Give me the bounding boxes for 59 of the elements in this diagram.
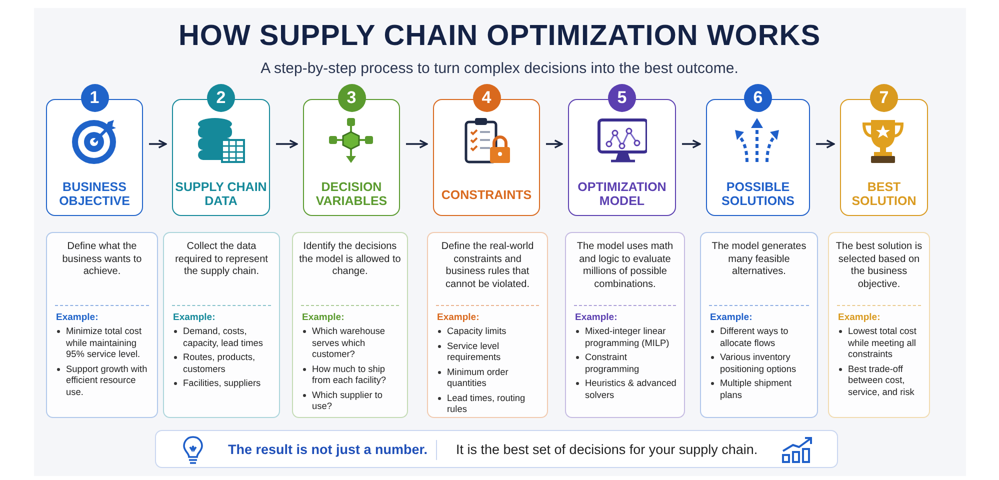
description-text: Define the real-world constraints and business rules that cannot be violated. — [440, 241, 535, 291]
bullet-item: Minimize total cost while maintaining 95% service level. — [66, 326, 143, 360]
description-card — [427, 232, 548, 418]
arrow — [149, 140, 167, 148]
bullet-item: Lowest total cost while meeting all constraints — [848, 326, 918, 360]
bullet-item: Multiple shipment plans — [720, 378, 792, 401]
description-text: The model generates many feasible alternatives. — [710, 241, 808, 278]
description-card — [828, 232, 930, 418]
bullet-item: Mixed-integer linear programming (MILP) — [585, 326, 670, 349]
step-title: DECISION VARIABLES — [314, 180, 388, 208]
description-text: Collect the data required to represent the supply chain. — [174, 241, 269, 278]
step-title: CONSTRAINTS — [440, 188, 533, 202]
example-heading: Example: — [710, 312, 752, 323]
step-title: BUSINESS OBJECTIVE — [58, 180, 131, 208]
bullet-item: Capacity limits — [447, 326, 506, 338]
bullet-item: Which warehouse serves which customer? — [312, 326, 386, 360]
arrow — [276, 140, 298, 148]
description-text: The model uses math and logic to evaluate millions of possible combinations. — [576, 241, 674, 291]
arrow — [682, 140, 701, 148]
bullet-item: Minimum order quantities — [447, 366, 510, 390]
example-heading: Example: — [437, 312, 480, 323]
callout-banner — [155, 430, 838, 468]
description-card — [163, 232, 280, 418]
bullet-item: Service level requirements — [447, 340, 502, 364]
example-heading: Example: — [838, 312, 880, 323]
example-heading: Example: — [56, 312, 98, 323]
example-heading: Example: — [302, 312, 344, 323]
bullet-item: Various inventory positioning options — [720, 352, 798, 375]
bullet-item: Best trade-off between cost, service, and risk — [848, 364, 916, 398]
step-title: OPTIMIZATION MODEL — [576, 180, 668, 208]
bullet-item: Demand, costs, capacity, lead times — [183, 326, 264, 349]
bullet-item: Routes, products, customers — [183, 352, 256, 375]
description-card — [565, 232, 685, 418]
description-card — [292, 232, 408, 418]
bullet-item: Constraint programming — [585, 352, 640, 375]
bullet-item: Heuristics & advanced solvers — [585, 378, 678, 401]
example-heading: Example: — [575, 312, 618, 323]
arrow — [816, 140, 835, 148]
arrow — [546, 140, 563, 148]
bullet-item: Support growth with efficient resource use. — [66, 364, 148, 398]
description-text: Identify the decisions the model is allowed to change. — [298, 241, 402, 278]
description-text: The best solution is selected based on the business objective. — [834, 241, 924, 291]
bullet-item: How much to ship from each facility? — [312, 364, 388, 386]
bullet-item: Which supplier to use? — [312, 390, 384, 412]
step-title: SUPPLY CHAIN DATA — [174, 180, 268, 208]
bullet-item: Facilities, suppliers — [183, 378, 261, 390]
bullet-item: Lead times, routing rules — [447, 392, 526, 416]
step-title: POSSIBLE SOLUTIONS — [720, 180, 796, 208]
key-message: The result is not just a number. — [228, 442, 428, 457]
arrow — [406, 140, 428, 148]
description-card — [46, 232, 158, 418]
description-text: Define what the business wants to achieve. — [61, 241, 143, 278]
description-card — [700, 232, 818, 418]
subtitle: A step-by-step process to turn complex decisions into the best outcome. — [260, 60, 740, 77]
example-heading: Example: — [173, 312, 216, 323]
diagram-title: HOW SUPPLY CHAIN OPTIMIZATION WORKS — [177, 20, 822, 53]
message-text: It is the best set of decisions for your supply chain. — [456, 442, 758, 457]
bullet-item: Different ways to allocate flows — [720, 326, 790, 349]
step-title: BEST SOLUTION — [850, 180, 918, 208]
